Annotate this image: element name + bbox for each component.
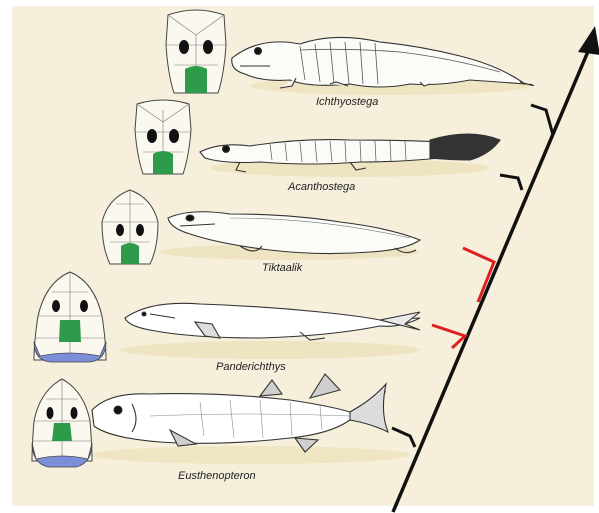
taxon-label-acanthostega: Acanthostega [288, 181, 355, 193]
ichthyostega-skull [166, 10, 226, 93]
taxon-label-tiktaalik: Tiktaalik [262, 262, 302, 274]
acanthostega-skull [135, 100, 191, 174]
taxon-label-eusthenopteron: Eusthenopteron [178, 470, 256, 482]
taxon-label-panderichthys: Panderichthys [216, 361, 286, 373]
taxon-label-ichthyostega: Ichthyostega [316, 96, 378, 108]
